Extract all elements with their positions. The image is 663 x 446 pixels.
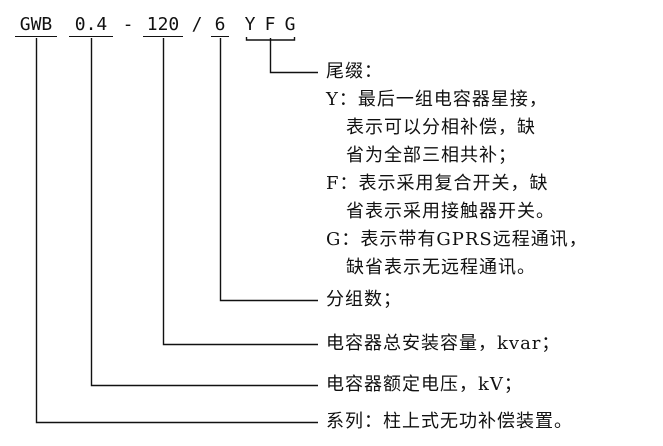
label-g-line2: 缺省表示无远程通讯。 <box>346 257 536 278</box>
code-capacity: 120 <box>143 14 183 37</box>
connector-capacity <box>162 38 318 346</box>
code-series: GWB <box>15 14 57 37</box>
label-suffix-title: 尾缀： <box>326 61 383 82</box>
code-groups: 6 <box>211 14 229 37</box>
code-suffix-f: F <box>264 14 276 35</box>
code-suffix-g: G <box>284 14 296 35</box>
label-y-line1: Y：最后一组电容器星接， <box>326 89 548 110</box>
label-y-line2: 表示可以分相补偿，缺 <box>346 117 536 138</box>
connector-groups <box>219 38 318 302</box>
label-f-line1: F：表示采用复合开关，缺 <box>326 173 549 194</box>
label-y-line3: 省为全部三相共补； <box>346 145 517 166</box>
label-groups: 分组数； <box>326 289 402 310</box>
connector-voltage <box>90 38 318 387</box>
connector-series <box>35 38 318 424</box>
label-g-line1: G：表示带有GPRS远程通讯， <box>326 229 588 250</box>
label-capacity: 电容器总安装容量，kvar； <box>326 333 561 354</box>
code-suffix-y: Y <box>244 14 256 35</box>
label-f-line2: 省表示采用接触器开关。 <box>346 201 555 222</box>
code-slash: / <box>191 14 203 35</box>
suffix-bracket <box>245 37 296 41</box>
code-dash: - <box>122 14 134 35</box>
label-series: 系列：柱上式无功补偿装置。 <box>326 411 573 432</box>
code-voltage: 0.4 <box>69 14 113 37</box>
label-voltage: 电容器额定电压，kV； <box>326 374 523 395</box>
connector-suffix <box>269 38 318 74</box>
